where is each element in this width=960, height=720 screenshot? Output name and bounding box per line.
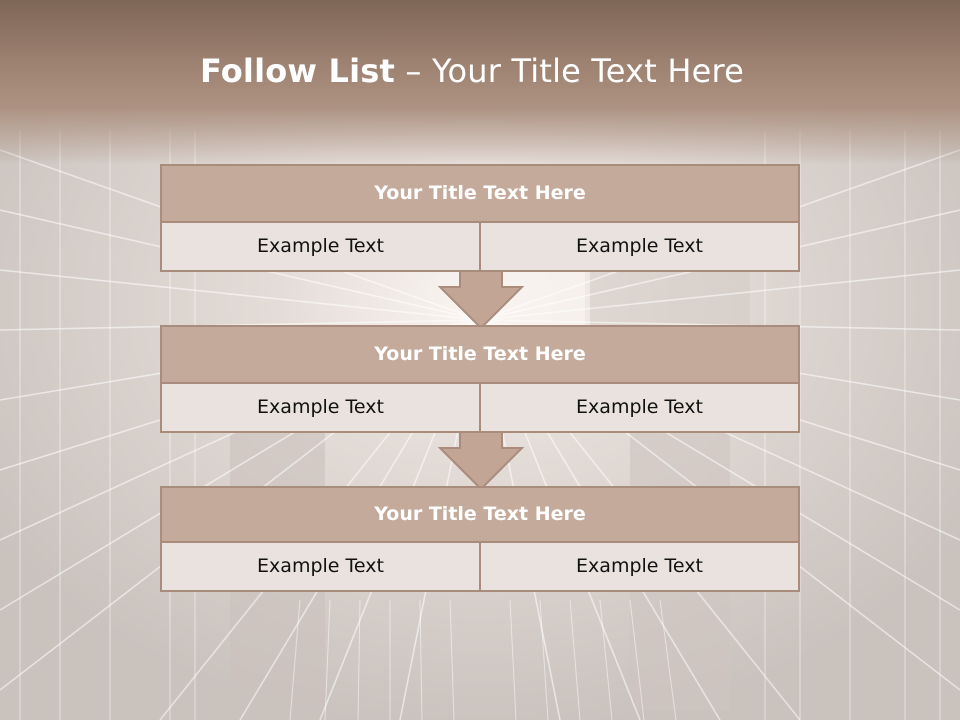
header-band bbox=[0, 0, 960, 165]
block-title: Your Title Text Here bbox=[162, 166, 798, 223]
down-arrow-icon bbox=[438, 432, 524, 490]
list-block-1: Your Title Text Here Example Text Exampl… bbox=[160, 164, 800, 272]
block-cell-left: Example Text bbox=[162, 384, 479, 431]
block-row: Example Text Example Text bbox=[162, 543, 798, 590]
block-cell-right: Example Text bbox=[479, 223, 798, 270]
block-cell-right: Example Text bbox=[479, 384, 798, 431]
down-arrow-icon bbox=[438, 271, 524, 329]
block-title: Your Title Text Here bbox=[162, 488, 798, 543]
list-block-2: Your Title Text Here Example Text Exampl… bbox=[160, 325, 800, 433]
block-cell-left: Example Text bbox=[162, 223, 479, 270]
block-title: Your Title Text Here bbox=[162, 327, 798, 384]
slide-title-subtitle: – Your Title Text Here bbox=[395, 52, 745, 90]
block-row: Example Text Example Text bbox=[162, 223, 798, 270]
list-block-3: Your Title Text Here Example Text Exampl… bbox=[160, 486, 800, 592]
slide-title-bold: Follow List bbox=[199, 52, 396, 90]
block-cell-left: Example Text bbox=[162, 543, 479, 590]
block-row: Example Text Example Text bbox=[162, 384, 798, 431]
block-cell-right: Example Text bbox=[479, 543, 798, 590]
slide-title: Follow List – Your Title Text Here bbox=[0, 52, 944, 90]
